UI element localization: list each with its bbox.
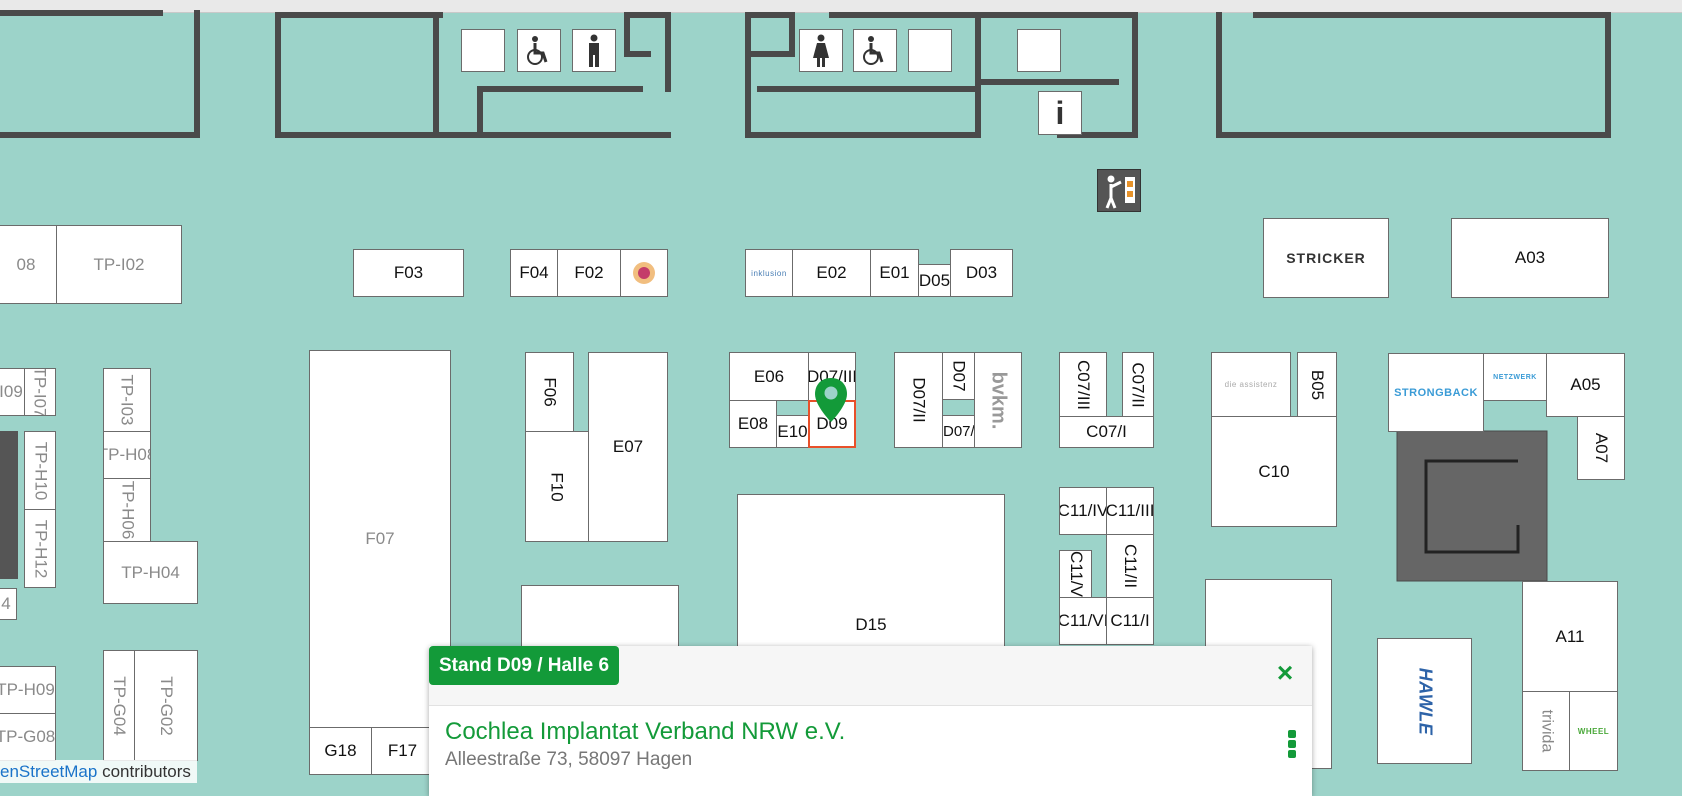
- booth-E01[interactable]: E01: [870, 249, 919, 297]
- exhibitor-address: Alleestraße 73, 58097 Hagen: [445, 749, 693, 770]
- booth-F17[interactable]: F17: [371, 727, 434, 775]
- booth-F06[interactable]: F06: [525, 352, 574, 432]
- info-icon: i: [1038, 91, 1082, 135]
- booth-C11-I[interactable]: C11/I: [1106, 597, 1154, 645]
- booth-A05[interactable]: A05: [1546, 353, 1625, 417]
- booth-A07[interactable]: A07: [1577, 416, 1625, 480]
- booth-D05[interactable]: D05: [918, 264, 951, 297]
- booth-F10[interactable]: F10: [525, 431, 589, 542]
- booth-A11[interactable]: A11: [1522, 581, 1618, 692]
- booth-C11-III[interactable]: C11/III: [1106, 487, 1154, 535]
- close-icon[interactable]: ×: [1276, 657, 1294, 688]
- exhibitor-name-link[interactable]: Cochlea Implantat Verband NRW e.V.: [445, 718, 846, 745]
- booth-TP-H04[interactable]: TP-H04: [103, 541, 198, 604]
- booth-TP-H09[interactable]: TP-H09: [0, 666, 56, 714]
- booth-logo-inklusion[interactable]: inklusion: [745, 249, 793, 297]
- map-attribution: enStreetMap contributors: [0, 760, 197, 783]
- booth-E10[interactable]: E10: [776, 415, 809, 448]
- booth-A03[interactable]: A03: [1451, 218, 1609, 298]
- stage-block: [1396, 430, 1548, 582]
- women-toilet-icon: [799, 29, 843, 72]
- wall-segment: [1216, 12, 1611, 138]
- facility-box: [1017, 29, 1061, 72]
- facility-box: [461, 29, 505, 72]
- booth-I09[interactable]: I09: [0, 368, 27, 416]
- booth-D07-IV[interactable]: D07/IV: [942, 415, 975, 448]
- booth-G18[interactable]: G18: [309, 727, 372, 775]
- booth-logo-trivida[interactable]: trivida: [1522, 691, 1570, 771]
- booth-logo-wheelchairs[interactable]: WHEEL: [1569, 691, 1618, 771]
- booth-TP-I02[interactable]: TP-I02: [56, 225, 182, 304]
- booth-logo-stricker[interactable]: STRICKER: [1263, 218, 1389, 298]
- attribution-suffix: contributors: [97, 762, 191, 781]
- booth-C11-II[interactable]: C11/II: [1106, 534, 1154, 598]
- wall-segment: [275, 12, 671, 138]
- wall-segment: [745, 12, 1138, 138]
- booth-TP-I03[interactable]: TP-I03: [103, 368, 151, 432]
- booth-logo-hawle[interactable]: HAWLE: [1377, 638, 1472, 764]
- booth-C07-III[interactable]: C07/III: [1059, 352, 1107, 417]
- booth-H14[interactable]: 4: [0, 588, 17, 620]
- more-vertical-icon[interactable]: [1288, 730, 1296, 758]
- wall-segment: [0, 10, 200, 138]
- booth-TP-H08[interactable]: TP-H08: [103, 431, 151, 479]
- guide-sign-icon: [1097, 169, 1141, 212]
- popup-header: Stand D09 / Halle 6 ×: [429, 646, 1312, 706]
- booth-C10[interactable]: C10: [1211, 416, 1337, 527]
- booth-C07-II[interactable]: C07/II: [1122, 352, 1154, 417]
- stage-outline: [1424, 459, 1520, 554]
- booth-D07-II[interactable]: D07/II: [894, 352, 943, 448]
- booth-E08[interactable]: E08: [729, 400, 777, 448]
- booth-D07[interactable]: D07: [942, 352, 975, 400]
- booth-F04[interactable]: F04: [510, 249, 558, 297]
- booth-logo-bvkm[interactable]: bvkm.: [974, 352, 1022, 448]
- wheelchair-icon: [517, 29, 561, 72]
- booth-F03[interactable]: F03: [353, 249, 464, 297]
- flower-logo-icon: [633, 262, 655, 284]
- dark-strip: [0, 431, 18, 579]
- booth-E06[interactable]: E06: [729, 352, 809, 401]
- stand-popup: Stand D09 / Halle 6 × Cochlea Implantat …: [429, 646, 1312, 796]
- facility-box: [908, 29, 952, 72]
- booth-TP-H06[interactable]: TP-H06: [103, 478, 151, 542]
- location-pin-icon[interactable]: [813, 376, 849, 424]
- booth-TP-H10[interactable]: TP-H10: [24, 431, 56, 510]
- openstreetmap-link[interactable]: enStreetMap: [0, 762, 98, 781]
- booth-I08[interactable]: 08: [0, 225, 57, 304]
- booth-C11-VI[interactable]: C11/VI: [1059, 597, 1107, 645]
- wheelchair-icon: [853, 29, 897, 72]
- booth-logo-flower[interactable]: [620, 249, 668, 297]
- booth-E02[interactable]: E02: [792, 249, 871, 297]
- booth-TP-G02[interactable]: TP-G02: [134, 650, 198, 761]
- booth-TP-I07[interactable]: TP-I07: [24, 368, 56, 416]
- booth-logo-assistance[interactable]: die assistenz: [1211, 352, 1291, 417]
- booth-D03[interactable]: D03: [950, 249, 1013, 297]
- booth-F07[interactable]: F07: [309, 350, 451, 728]
- booth-C07-I[interactable]: C07/I: [1059, 416, 1154, 448]
- booth-TP-G04[interactable]: TP-G04: [103, 650, 135, 761]
- booth-C11-IV[interactable]: C11/IV: [1059, 487, 1107, 535]
- booth-TP-H12[interactable]: TP-H12: [24, 509, 56, 588]
- booth-TP-G08[interactable]: TP-G08: [0, 713, 56, 761]
- booth-C11-V[interactable]: C11/V: [1059, 550, 1092, 598]
- booth-F02[interactable]: F02: [557, 249, 621, 297]
- booth-logo-netzwerk[interactable]: NETZWERK: [1483, 353, 1547, 401]
- booth-E07[interactable]: E07: [588, 352, 668, 542]
- men-toilet-icon: [572, 29, 616, 72]
- booth-B05[interactable]: B05: [1297, 352, 1337, 417]
- booth-logo-strongback[interactable]: STRONGBACK: [1388, 353, 1484, 432]
- stand-title-badge: Stand D09 / Halle 6: [429, 646, 620, 685]
